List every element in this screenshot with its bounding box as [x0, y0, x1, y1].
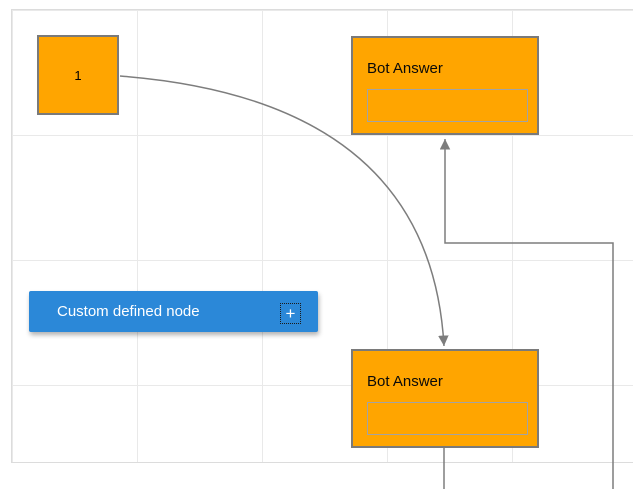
node-custom-defined[interactable]: Custom defined node +	[29, 291, 318, 332]
add-port-button[interactable]: +	[280, 303, 301, 324]
plus-icon: +	[285, 304, 296, 323]
connector-orthogonal-to-bot-top[interactable]	[439, 139, 614, 489]
node-bot-answer-top-input-box[interactable]	[367, 89, 528, 122]
node-bot-answer-bottom-input-box[interactable]	[367, 402, 528, 435]
node-start-label: 1	[74, 67, 82, 83]
node-bot-answer-top-title: Bot Answer	[367, 60, 443, 77]
node-bot-answer-bottom[interactable]: Bot Answer	[351, 349, 539, 448]
node-bot-answer-top[interactable]: Bot Answer	[351, 36, 539, 135]
node-bot-answer-bottom-title: Bot Answer	[367, 373, 443, 390]
node-custom-defined-label: Custom defined node	[57, 303, 200, 320]
connector-curve-node1-to-bot-bottom[interactable]	[119, 75, 449, 347]
node-start[interactable]: 1	[37, 35, 119, 115]
